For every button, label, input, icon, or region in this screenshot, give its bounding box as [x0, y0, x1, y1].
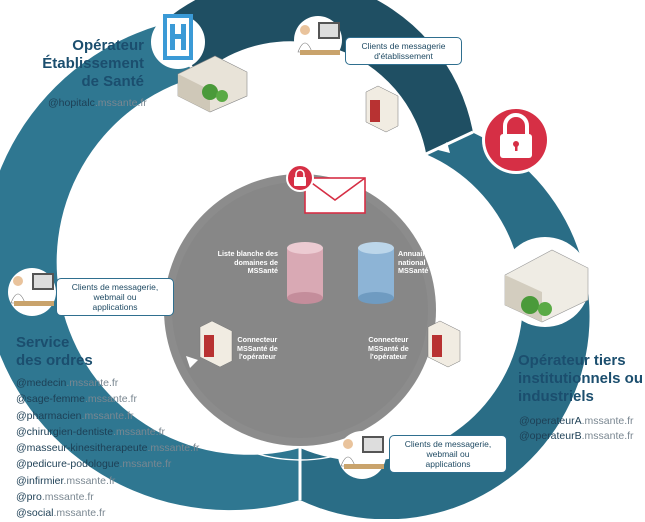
label-line: Connecteur — [298, 107, 339, 116]
title-line: industriels — [518, 388, 594, 405]
title-line: des ordres — [16, 352, 93, 369]
database-icon — [358, 242, 394, 304]
label-line: l'opérateur — [299, 124, 337, 133]
title-line: Opérateur tiers — [518, 352, 626, 369]
callout-line: Clients de messagerie — [361, 41, 446, 51]
ring-divider — [425, 130, 474, 156]
service-ordres-title: Service des ordres — [16, 334, 93, 370]
address-item: @chirurgien-dentiste.mssante.fr — [16, 425, 165, 438]
building-icon — [500, 237, 590, 327]
ring-segment-tiers — [300, 132, 590, 519]
callout-line: Clients de messagerie, — [404, 439, 492, 449]
address-item: @medecin.mssante.fr — [16, 377, 119, 389]
connecteur-left-label: Connecteur MSSanté de l'opérateur — [237, 335, 278, 362]
address-item: @pharmacien.mssante.fr — [16, 409, 134, 422]
label-line: MSSanté — [398, 266, 429, 275]
label-line: Connecteur — [368, 335, 409, 344]
label-line: domaines de — [234, 257, 278, 267]
annuaire-label: Annuaire national MSSanté — [398, 249, 430, 276]
address-item: @operateurA.mssante.fr — [519, 415, 634, 427]
flow-arrow — [438, 262, 451, 273]
connecteur-right-label: Connecteur MSSanté de l'opérateur — [368, 335, 409, 362]
label-line: l'opérateur — [238, 352, 276, 361]
server-icon — [199, 320, 233, 368]
envelope-icon — [286, 164, 366, 214]
label-line: MSSanté de — [368, 343, 409, 353]
service-ordres-addresses: @medecin.mssante.fr @sage-femme.mssante.… — [16, 375, 199, 522]
server-icon — [427, 320, 461, 368]
user-computer-icon — [338, 431, 386, 479]
liste-blanche-label: Liste blanche des domaines de MSSanté — [198, 249, 278, 276]
database-icon — [287, 242, 323, 304]
connecteur-top-label: Connecteur MSSanté de l'opérateur — [298, 107, 339, 134]
callout-line: webmail ou — [426, 449, 470, 459]
server-icon — [365, 85, 399, 133]
callout-line: d'établissement — [374, 51, 433, 61]
operator-etablissement-address: @hopitalc.mssante.fr — [48, 97, 147, 109]
callout-clients-tiers: Clients de messagerie, webmail ou applic… — [389, 435, 507, 473]
lock-icon — [482, 106, 550, 174]
operator-tiers-title: Opérateur tiers institutionnels ou indus… — [518, 352, 643, 406]
title-line: institutionnels ou — [518, 370, 643, 387]
user-computer-icon — [8, 268, 56, 316]
hospital-icon — [151, 14, 205, 69]
address-item: @masseur-kinesitherapeute.mssante.fr — [16, 442, 200, 455]
user-computer-icon — [294, 16, 342, 64]
address-item: @social.mssante.fr — [16, 507, 106, 520]
callout-line: applications — [92, 302, 138, 312]
label-line: national — [398, 257, 426, 267]
address-item: @infirmier.mssante.fr — [16, 474, 116, 487]
label-line: MSSanté de — [237, 343, 278, 353]
callout-line: applications — [425, 459, 471, 469]
callout-clients-ordres: Clients de messagerie, webmail ou applic… — [56, 278, 174, 316]
address-item: @operateurB.mssante.fr — [519, 429, 634, 442]
address-item: @pro.mssante.fr — [16, 491, 94, 504]
callout-line: webmail ou — [93, 292, 137, 302]
label-line: Connecteur — [237, 335, 278, 344]
callout-line: Clients de messagerie, — [71, 282, 159, 292]
title-line: Service — [16, 334, 70, 351]
center-disc-inner — [172, 182, 428, 438]
label-line: Annuaire — [398, 249, 430, 258]
flow-arrow — [185, 206, 195, 218]
operator-tiers-addresses: @operateurA.mssante.fr @operateurB.mssan… — [519, 414, 634, 443]
flow-arrow — [186, 356, 198, 368]
building-icon — [177, 55, 248, 113]
ring-segment-ordres — [0, 25, 300, 511]
callout-clients-etablissement: Clients de messagerie d'établissement — [345, 37, 462, 65]
title-line: Établissement — [42, 55, 144, 72]
title-line: Opérateur — [72, 37, 144, 54]
label-line: l'opérateur — [369, 352, 407, 361]
label-line: Liste blanche des — [217, 249, 278, 258]
label-line: MSSanté — [247, 266, 278, 275]
address-item: @sage-femme.mssante.fr — [16, 393, 137, 406]
address-item: @pedicure-podologue.mssante.fr — [16, 458, 172, 471]
label-line: MSSanté de — [298, 115, 339, 125]
operator-etablissement-title: Opérateur Établissement de Santé — [40, 37, 144, 91]
title-line: de Santé — [81, 73, 144, 90]
flow-arrow — [438, 142, 450, 153]
